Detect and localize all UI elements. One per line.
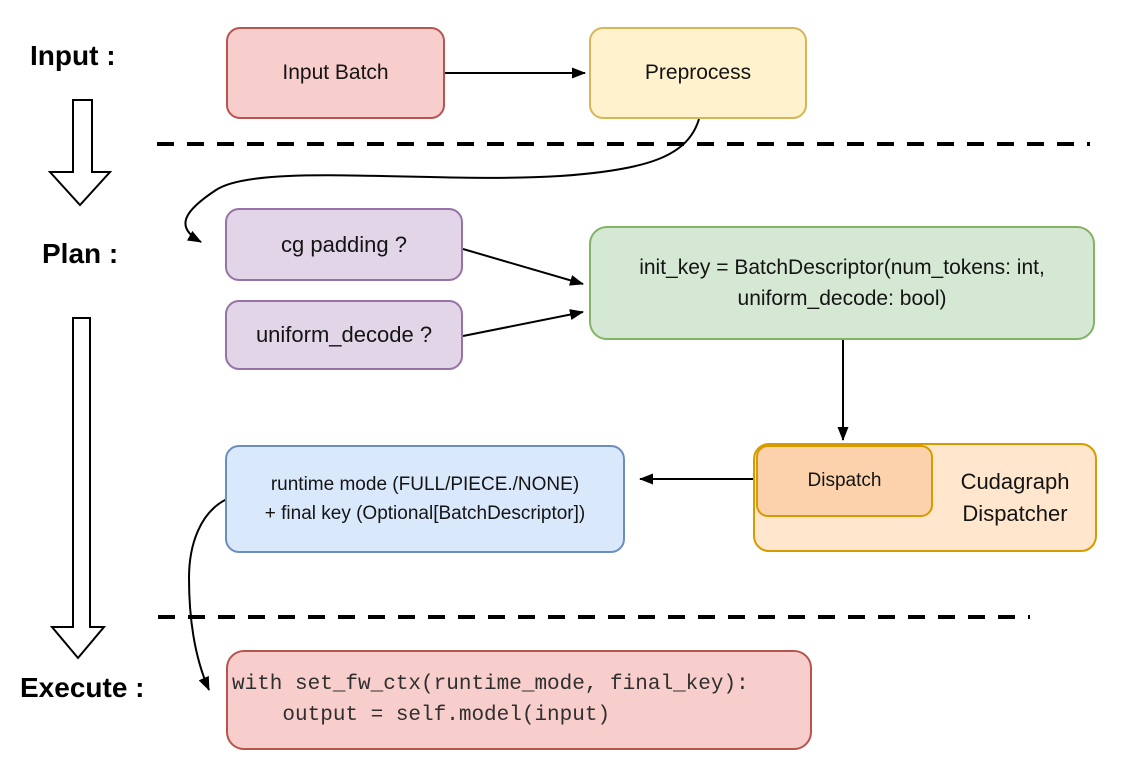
execute-code-line2: output = self.model(input)	[232, 704, 611, 727]
node-init-key-line2: uniform_decode: bool)	[737, 287, 947, 310]
connector-uniformdecode-initkey	[462, 309, 584, 337]
node-input-batch: Input Batch	[226, 27, 445, 119]
stage-label-input: Input :	[30, 40, 116, 71]
node-dispatch: Dispatch	[756, 445, 933, 517]
node-dispatch-label: Dispatch	[807, 470, 882, 492]
node-init-key: init_key = BatchDescriptor(num_tokens: i…	[589, 226, 1095, 340]
node-uniform-decode-label: uniform_decode ?	[255, 322, 433, 348]
node-execute-code: with set_fw_ctx(runtime_mode, final_key)…	[226, 650, 812, 750]
input-to-plan-arrow-icon	[47, 99, 113, 207]
plan-to-execute-arrow-icon	[49, 317, 107, 660]
node-preprocess: Preprocess	[589, 27, 807, 119]
node-cg-padding: cg padding ?	[225, 208, 463, 281]
node-runtime-line2: + final key (Optional[BatchDescriptor])	[264, 503, 586, 524]
node-init-key-line1: init_key = BatchDescriptor(num_tokens: i…	[639, 255, 1045, 279]
execute-code-line1: with set_fw_ctx(runtime_mode, final_key)…	[232, 672, 749, 696]
stage-label-plan: Plan :	[42, 238, 119, 269]
stage-label-execute: Execute :	[20, 672, 145, 703]
node-preprocess-label: Preprocess	[644, 60, 752, 84]
node-cg-padding-label: cg padding ?	[281, 231, 407, 257]
node-input-batch-label: Input Batch	[282, 60, 389, 84]
node-runtime-line1: runtime mode (FULL/PIECE./NONE)	[270, 473, 580, 495]
node-uniform-decode: uniform_decode ?	[225, 300, 463, 370]
cudagraph-dispatcher-label: Cudagraph Dispatcher	[933, 443, 1097, 552]
connector-cgpadding-initkey	[462, 248, 584, 286]
node-runtime-result: runtime mode (FULL/PIECE./NONE) + final …	[225, 445, 625, 553]
cudagraph-dispatcher-line1: Cudagraph	[960, 468, 1070, 494]
cudagraph-dispatcher-line2: Dispatcher	[962, 500, 1068, 526]
connector-runtime-executecode	[187, 498, 228, 691]
